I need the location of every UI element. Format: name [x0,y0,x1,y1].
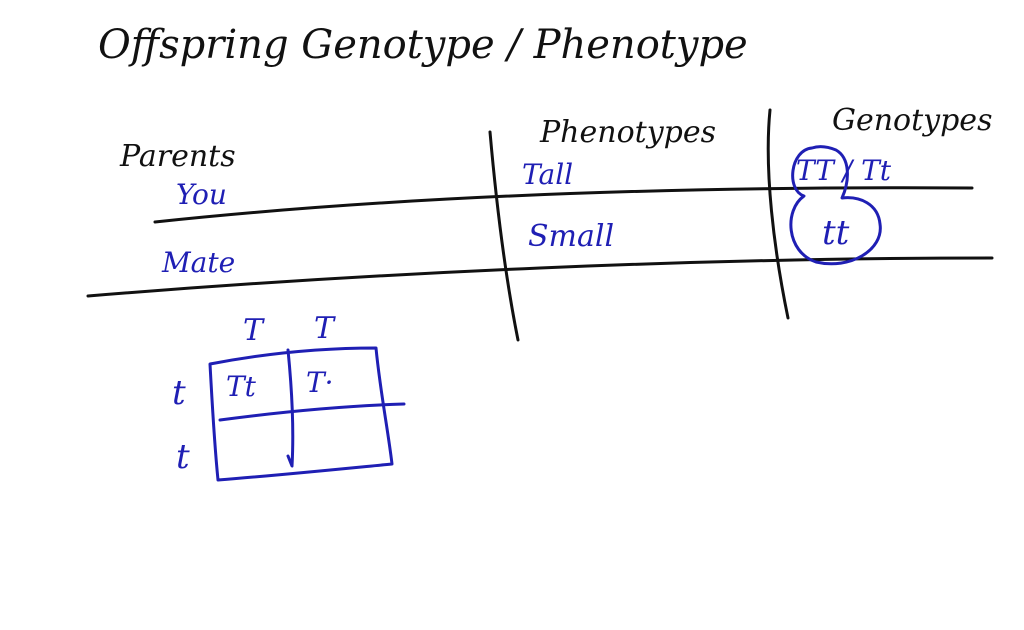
genotype-small: tt [822,213,850,253]
parent-mate: Mate [161,246,235,279]
page-title: Offspring Genotype / Phenotype [98,22,748,68]
parent-you: You [176,178,227,211]
punnett-horizontal-divider [218,402,406,422]
punnett-top-allele-1: T [243,313,265,348]
table-bottom-line [86,256,994,298]
punnett-cell-2: T· [306,366,334,399]
phenotype-small: Small [528,219,614,254]
row-divider-line [153,186,974,224]
punnett-top-allele-2: T [314,311,336,346]
header-genotypes: Genotypes [832,103,992,138]
column-divider-left [488,130,520,342]
column-divider-right [766,108,790,320]
phenotype-tall: Tall [522,158,573,191]
punnett-side-allele-2: t [176,437,190,477]
header-phenotypes: Phenotypes [539,115,716,150]
punnett-outline [208,346,394,482]
punnett-vertical-divider [286,348,295,468]
punnett-cell-1: Tt [226,370,257,403]
genotype-loop [789,145,882,266]
header-parents: Parents [119,139,236,174]
punnett-side-allele-1: t [172,373,186,413]
